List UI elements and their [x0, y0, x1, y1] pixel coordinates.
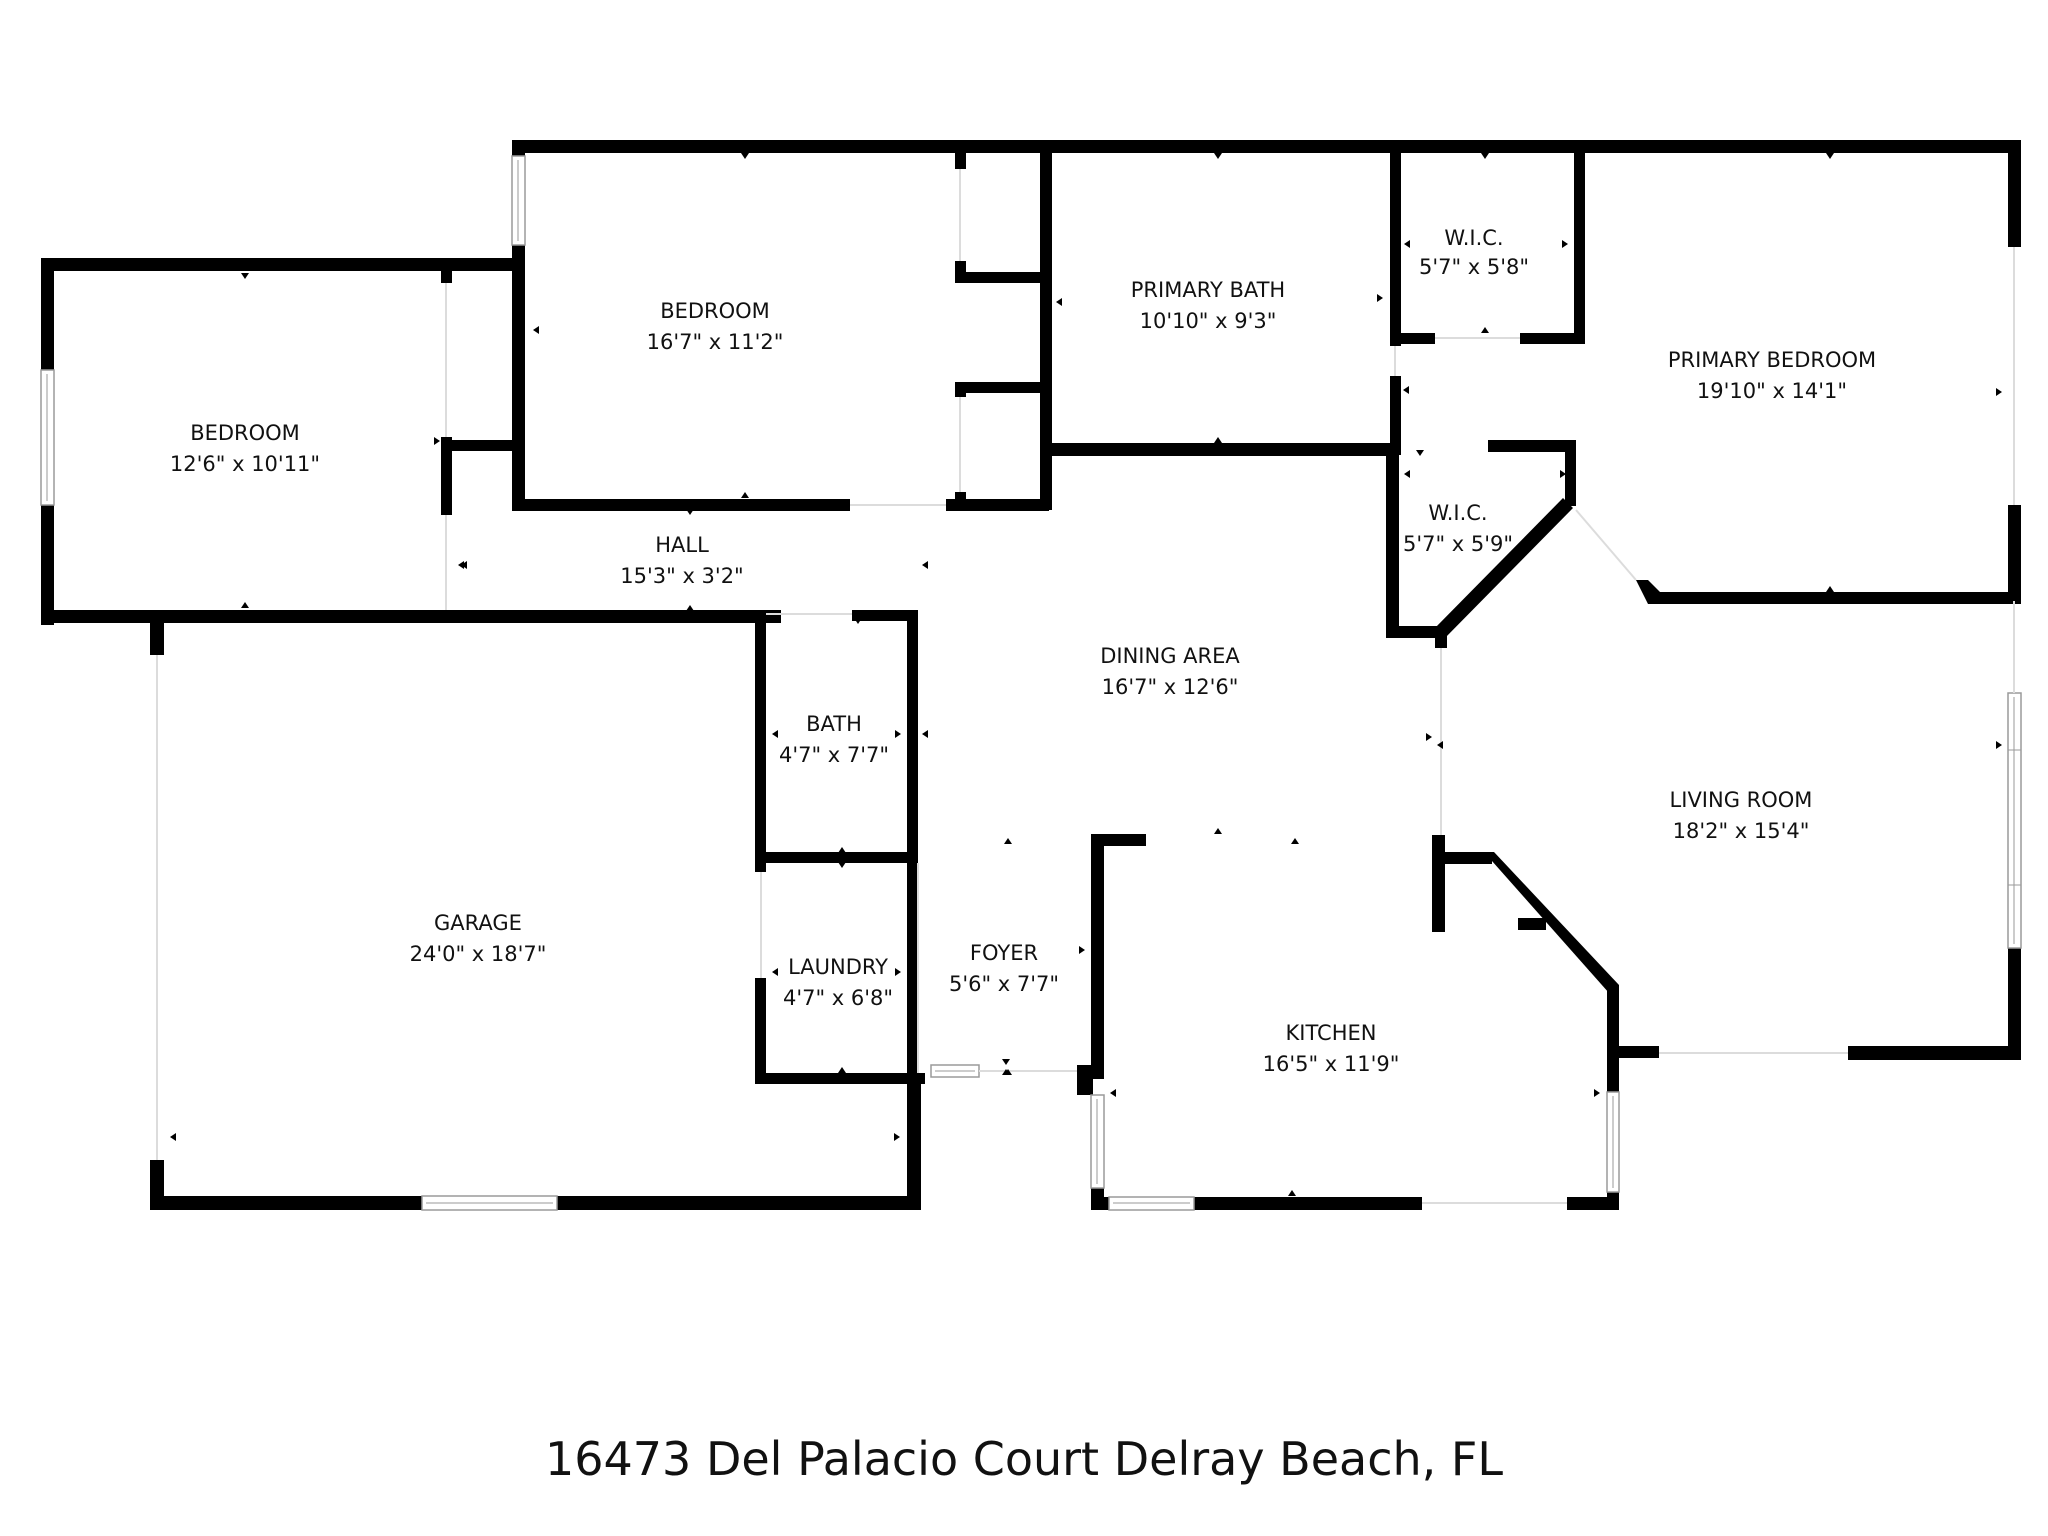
room-bath: BATH 4'7" x 7'7"	[779, 712, 889, 767]
room-name: DINING AREA	[1100, 644, 1240, 668]
room-dimensions: 12'6" x 10'11"	[170, 452, 320, 476]
room-dimensions: 10'10" x 9'3"	[1140, 309, 1277, 333]
room-bedroom-north: BEDROOM 16'7" x 11'2"	[647, 299, 784, 354]
room-dimensions: 5'7" x 5'8"	[1419, 255, 1529, 279]
room-dimensions: 19'10" x 14'1"	[1697, 379, 1847, 403]
room-dimensions: 15'3" x 3'2"	[620, 564, 743, 588]
room-dimensions: 16'7" x 12'6"	[1102, 675, 1239, 699]
room-name: BEDROOM	[660, 299, 770, 323]
room-name: FOYER	[970, 941, 1038, 965]
room-bedroom-west: BEDROOM 12'6" x 10'11"	[170, 421, 320, 476]
room-hall: HALL 15'3" x 3'2"	[620, 533, 743, 588]
property-address: 16473 Del Palacio Court Delray Beach, FL	[544, 1432, 1503, 1486]
room-dimensions: 16'5" x 11'9"	[1263, 1052, 1400, 1076]
room-primary-bath: PRIMARY BATH 10'10" x 9'3"	[1131, 278, 1285, 333]
room-wic-north: W.I.C. 5'7" x 5'8"	[1419, 226, 1529, 279]
room-dimensions: 18'2" x 15'4"	[1673, 819, 1810, 843]
room-dining-area: DINING AREA 16'7" x 12'6"	[1100, 644, 1240, 699]
room-name: GARAGE	[434, 911, 522, 935]
room-name: KITCHEN	[1286, 1021, 1377, 1045]
room-name: W.I.C.	[1444, 226, 1503, 250]
room-name: PRIMARY BEDROOM	[1668, 348, 1876, 372]
room-primary-bedroom: PRIMARY BEDROOM 19'10" x 14'1"	[1668, 348, 1876, 403]
room-garage: GARAGE 24'0" x 18'7"	[410, 911, 547, 966]
room-name: W.I.C.	[1428, 501, 1487, 525]
room-kitchen: KITCHEN 16'5" x 11'9"	[1263, 1021, 1400, 1076]
walls	[41, 140, 2021, 1210]
room-name: LAUNDRY	[788, 955, 888, 979]
measurement-ticks	[170, 153, 2002, 1196]
room-name: LIVING ROOM	[1670, 788, 1813, 812]
room-dimensions: 4'7" x 7'7"	[779, 743, 889, 767]
windows	[40, 155, 2022, 1211]
room-name: PRIMARY BATH	[1131, 278, 1285, 302]
room-dimensions: 4'7" x 6'8"	[783, 986, 893, 1010]
room-name: HALL	[655, 533, 709, 557]
room-name: BEDROOM	[190, 421, 300, 445]
openings	[156, 169, 2015, 1204]
room-wic-south: W.I.C. 5'7" x 5'9"	[1403, 501, 1513, 556]
room-living-room: LIVING ROOM 18'2" x 15'4"	[1670, 788, 1813, 843]
room-laundry: LAUNDRY 4'7" x 6'8"	[783, 955, 893, 1010]
room-foyer: FOYER 5'6" x 7'7"	[949, 941, 1059, 996]
room-dimensions: 16'7" x 11'2"	[647, 330, 784, 354]
room-dimensions: 5'7" x 5'9"	[1403, 532, 1513, 556]
room-dimensions: 24'0" x 18'7"	[410, 942, 547, 966]
room-name: BATH	[806, 712, 862, 736]
room-dimensions: 5'6" x 7'7"	[949, 972, 1059, 996]
